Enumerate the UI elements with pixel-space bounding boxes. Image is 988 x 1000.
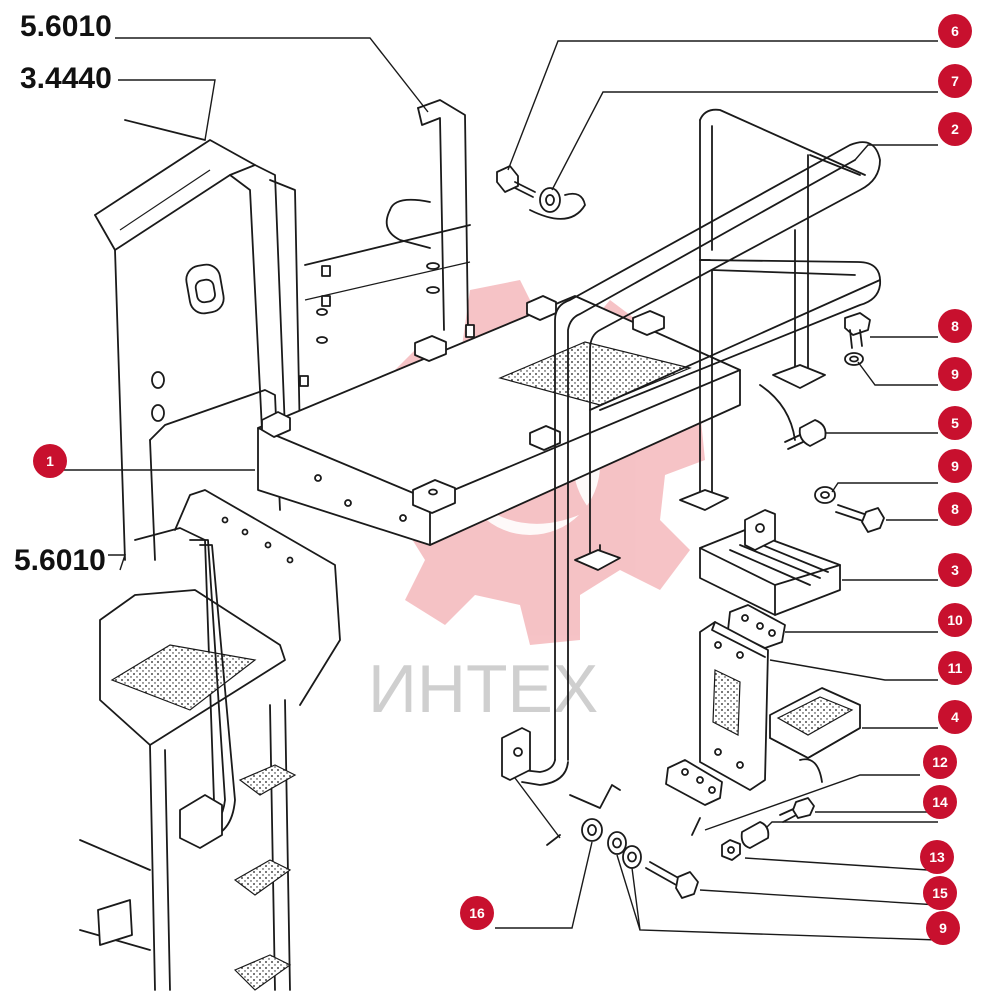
- washer-part-7: [539, 187, 561, 213]
- callout-2[interactable]: 2: [938, 112, 972, 146]
- svg-text:3: 3: [951, 562, 959, 578]
- bolt-part-8-mid: [835, 504, 885, 533]
- svg-text:9: 9: [951, 458, 959, 474]
- svg-text:10: 10: [947, 612, 963, 628]
- callout-16[interactable]: 16: [460, 896, 494, 930]
- svg-text:6: 6: [951, 23, 959, 39]
- handrail-part-2: [501, 108, 881, 786]
- callout-15[interactable]: 15: [923, 876, 957, 910]
- svg-text:15: 15: [932, 885, 948, 901]
- leader-lines: [48, 37, 939, 941]
- ladder-drawing: [79, 489, 341, 991]
- bolt-lower: [645, 861, 699, 899]
- callout-13[interactable]: 13: [920, 840, 954, 874]
- washer-part-9-lower-a: [607, 831, 627, 855]
- callout-8-mid[interactable]: 8: [938, 492, 972, 526]
- callout-9-mid[interactable]: 9: [938, 449, 972, 483]
- reference-label-5-6010-left: 5.6010: [14, 544, 106, 577]
- cable-line-3: [691, 817, 701, 836]
- reference-label-3-4440: 3.4440: [20, 62, 112, 95]
- callout-8-upper[interactable]: 8: [938, 309, 972, 343]
- plate-part-12: [665, 759, 723, 806]
- machine-cab-drawing: [94, 99, 475, 561]
- bolt-part-14: [779, 797, 815, 823]
- watermark-text: ИНТЕХ: [368, 651, 598, 727]
- washer-part-9-upper: [844, 352, 864, 366]
- svg-text:8: 8: [951, 501, 959, 517]
- callout-10[interactable]: 10: [938, 603, 972, 637]
- step-part-3: [699, 509, 841, 616]
- svg-text:16: 16: [469, 905, 485, 921]
- callout-7[interactable]: 7: [938, 64, 972, 98]
- step-part-4: [769, 687, 861, 759]
- svg-text:4: 4: [951, 709, 959, 725]
- svg-text:5: 5: [951, 415, 959, 431]
- hose-line: [529, 192, 586, 220]
- svg-text:1: 1: [46, 453, 54, 469]
- callout-9-upper[interactable]: 9: [938, 357, 972, 391]
- washer-part-9-lower-b: [622, 845, 642, 869]
- washer-part-16: [581, 818, 603, 842]
- svg-text:11: 11: [948, 660, 963, 676]
- curve-line-2: [799, 758, 823, 783]
- svg-text:13: 13: [929, 849, 945, 865]
- bolt-part-8-upper: [844, 312, 871, 349]
- callout-9-lower[interactable]: 9: [926, 911, 960, 945]
- callout-4[interactable]: 4: [938, 700, 972, 734]
- nut-part-13: [721, 839, 741, 861]
- callout-6[interactable]: 6: [938, 14, 972, 48]
- svg-text:9: 9: [951, 366, 959, 382]
- curve-line: [759, 384, 796, 441]
- washer-part-9-mid: [814, 486, 836, 504]
- callout-12[interactable]: 12: [923, 745, 957, 779]
- callout-11[interactable]: 11: [938, 651, 972, 685]
- spacer-part-15: [740, 821, 770, 849]
- rubber-stop-part-5: [784, 419, 827, 450]
- svg-text:14: 14: [932, 794, 948, 810]
- callout-5[interactable]: 5: [938, 406, 972, 440]
- svg-text:9: 9: [939, 920, 947, 936]
- svg-text:2: 2: [951, 121, 959, 137]
- reference-label-5-6010-top: 5.6010: [20, 10, 112, 43]
- svg-text:12: 12: [932, 754, 948, 770]
- callout-1[interactable]: 1: [33, 444, 67, 478]
- svg-text:8: 8: [951, 318, 959, 334]
- callout-14[interactable]: 14: [923, 785, 957, 819]
- cable-line: [569, 784, 621, 809]
- callout-3[interactable]: 3: [938, 553, 972, 587]
- bolt-part-6: [496, 165, 536, 198]
- svg-text:7: 7: [951, 73, 959, 89]
- platform-part-1: [257, 295, 741, 546]
- cable-line-2: [546, 834, 561, 846]
- plate-part-11: [699, 621, 769, 791]
